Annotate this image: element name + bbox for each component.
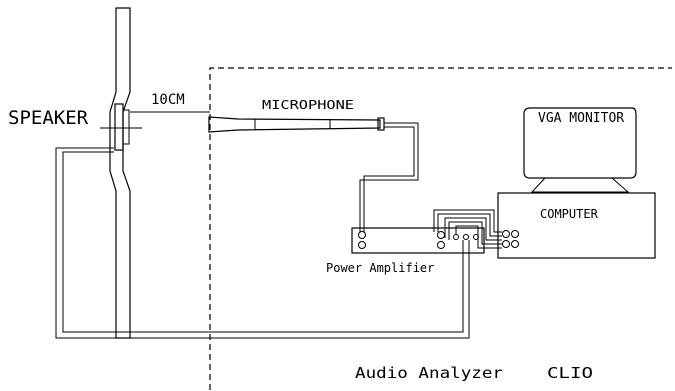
computer-box [497, 192, 656, 259]
interconnect-4 [448, 221, 502, 245]
monitor-screen [523, 107, 637, 179]
speaker-cable-inner [62, 151, 464, 333]
analyzer-boundary [209, 67, 672, 390]
interconnect-5 [455, 225, 502, 249]
speaker-label: SPEAKER [8, 107, 89, 129]
pc-jack-2b [511, 240, 519, 248]
interconnect-2 [437, 213, 502, 237]
microphone [208, 116, 381, 133]
interconnect-3 [444, 217, 502, 241]
amplifier-box [351, 227, 485, 254]
speaker-baffle [109, 7, 131, 339]
amp-jack-2a [437, 231, 445, 239]
amp-jack-4 [463, 234, 469, 240]
pc-jack-1b [502, 240, 510, 248]
monitor-label: VGA MONITOR [538, 111, 624, 126]
speaker-cable-outer [55, 147, 470, 339]
speaker-cone [122, 109, 130, 145]
analyzer-label: Audio Analyzer [355, 364, 503, 382]
microphone-label: MICROPHONE [262, 98, 354, 112]
pc-jack-1a [502, 230, 510, 238]
distance-label: 10CM [151, 92, 185, 108]
microphone-connector [377, 117, 385, 131]
speaker-driver [114, 103, 124, 151]
amp-jack-2b [437, 241, 445, 249]
mic-cable-inner [363, 126, 415, 232]
amp-jack-1b [358, 241, 366, 249]
interconnect-outer [433, 209, 502, 233]
monitor-stand [530, 177, 630, 193]
amplifier-label: Power Amplifier [326, 261, 434, 275]
computer-label: COMPUTER [540, 207, 599, 221]
mic-cable [359, 122, 419, 232]
amp-jack-3 [453, 234, 459, 240]
amp-jack-1a [358, 231, 366, 239]
pc-jack-2a [511, 230, 519, 238]
analyzer-name-label: CLIO [547, 364, 593, 382]
